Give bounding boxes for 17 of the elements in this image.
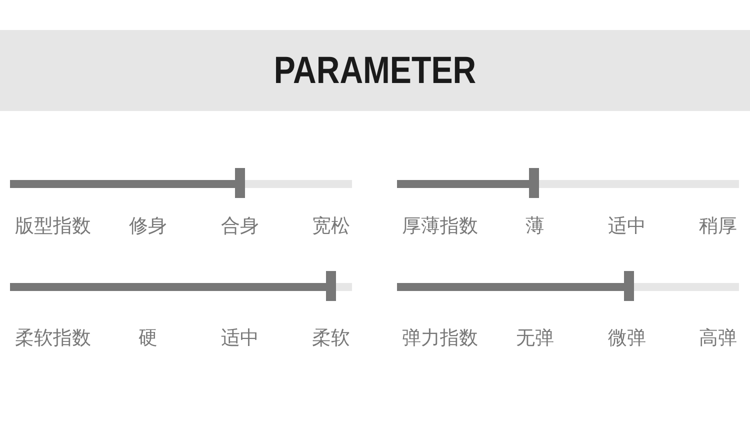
scale-label: 柔软 <box>312 326 350 350</box>
scale-label: 适中 <box>608 214 646 238</box>
scale-label: 硬 <box>138 326 158 350</box>
index-name: 厚薄指数 <box>402 214 478 238</box>
scale-label: 修身 <box>129 214 167 238</box>
index-name: 弹力指数 <box>402 326 478 350</box>
scale-label: 适中 <box>221 326 259 350</box>
index-name: 柔软指数 <box>15 326 91 350</box>
scale-label: 微弹 <box>608 326 646 350</box>
scale-label: 薄 <box>526 214 544 238</box>
scale-label: 无弹 <box>516 326 554 350</box>
scale-label: 合身 <box>221 214 259 238</box>
index-name: 版型指数 <box>15 214 91 238</box>
scale-label: 高弹 <box>699 326 737 350</box>
scale-label: 宽松 <box>312 214 350 238</box>
scale-label: 稍厚 <box>699 214 737 238</box>
title: PARAMETER <box>272 50 478 92</box>
